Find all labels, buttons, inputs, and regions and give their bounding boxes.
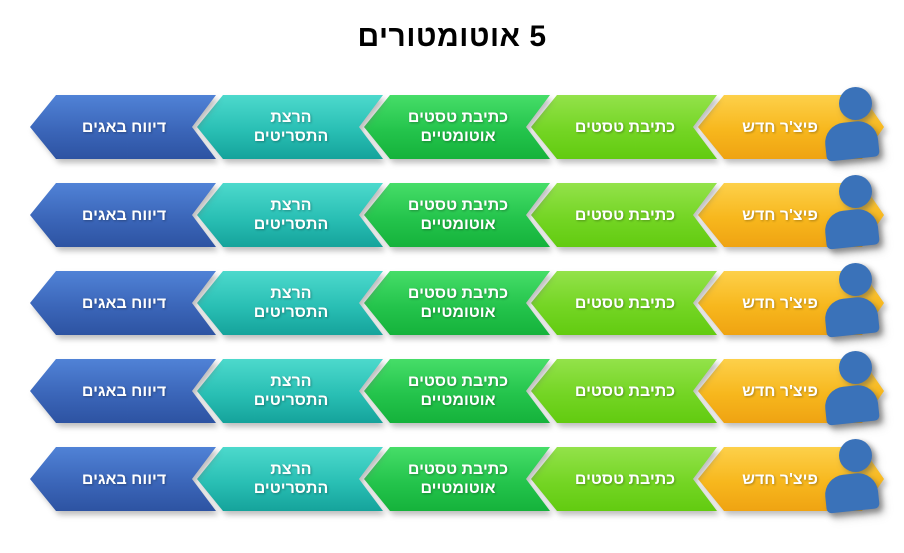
chevron-label: כתיבת טסטים bbox=[531, 183, 717, 247]
chevron-write-tests: כתיבת טסטים bbox=[531, 359, 717, 423]
process-rows: פיצ'ר חדש כתיבת טסטים כתיבת טסטים אוטומט… bbox=[30, 87, 884, 514]
chevron-label: דיווח באגים bbox=[30, 447, 216, 511]
chevron-label: כתיבת טסטים אוטומטיים bbox=[364, 447, 550, 511]
person-head bbox=[839, 351, 872, 384]
chevron-write-tests: כתיבת טסטים bbox=[531, 183, 717, 247]
chevron-label: כתיבת טסטים אוטומטיים bbox=[364, 271, 550, 335]
chevron-label: דיווח באגים bbox=[30, 359, 216, 423]
chevron-report-bugs: דיווח באגים bbox=[30, 359, 216, 423]
chevron-write-auto-tests: כתיבת טסטים אוטומטיים bbox=[364, 447, 550, 511]
chevron-write-auto-tests: כתיבת טסטים אוטומטיים bbox=[364, 183, 550, 247]
person-head bbox=[839, 87, 872, 120]
page-title: 5 אוטומטורים bbox=[357, 20, 547, 53]
chevron-run-scripts: הרצת התסריטים bbox=[197, 359, 383, 423]
chevron-label: דיווח באגים bbox=[30, 183, 216, 247]
person-icon bbox=[818, 351, 880, 426]
process-row: פיצ'ר חדש כתיבת טסטים כתיבת טסטים אוטומט… bbox=[30, 87, 884, 162]
process-row: פיצ'ר חדש כתיבת טסטים כתיבת טסטים אוטומט… bbox=[30, 263, 884, 338]
chevron-label: כתיבת טסטים bbox=[531, 271, 717, 335]
person-torso bbox=[823, 383, 880, 426]
chevron-label: כתיבת טסטים אוטומטיים bbox=[364, 183, 550, 247]
process-row: פיצ'ר חדש כתיבת טסטים כתיבת טסטים אוטומט… bbox=[30, 175, 884, 250]
chevron-label: הרצת התסריטים bbox=[197, 271, 383, 335]
process-row: פיצ'ר חדש כתיבת טסטים כתיבת טסטים אוטומט… bbox=[30, 351, 884, 426]
chevron-write-auto-tests: כתיבת טסטים אוטומטיים bbox=[364, 271, 550, 335]
chevron-new-feature: פיצ'ר חדש bbox=[698, 175, 884, 250]
chevron-run-scripts: הרצת התסריטים bbox=[197, 271, 383, 335]
person-torso bbox=[823, 471, 880, 514]
chevron-write-tests: כתיבת טסטים bbox=[531, 95, 717, 159]
chevron-new-feature: פיצ'ר חדש bbox=[698, 351, 884, 426]
person-icon bbox=[818, 263, 880, 338]
chevron-label: כתיבת טסטים bbox=[531, 95, 717, 159]
chevron-write-tests: כתיבת טסטים bbox=[531, 271, 717, 335]
chevron-new-feature: פיצ'ר חדש bbox=[698, 87, 884, 162]
chevron-report-bugs: דיווח באגים bbox=[30, 447, 216, 511]
person-icon bbox=[818, 87, 880, 162]
chevron-report-bugs: דיווח באגים bbox=[30, 271, 216, 335]
person-torso bbox=[823, 207, 880, 250]
chevron-write-tests: כתיבת טסטים bbox=[531, 447, 717, 511]
chevron-report-bugs: דיווח באגים bbox=[30, 95, 216, 159]
chevron-run-scripts: הרצת התסריטים bbox=[197, 447, 383, 511]
chevron-new-feature: פיצ'ר חדש bbox=[698, 439, 884, 514]
person-icon bbox=[818, 175, 880, 250]
chevron-new-feature: פיצ'ר חדש bbox=[698, 263, 884, 338]
chevron-write-auto-tests: כתיבת טסטים אוטומטיים bbox=[364, 95, 550, 159]
person-head bbox=[839, 439, 872, 472]
chevron-label: דיווח באגים bbox=[30, 271, 216, 335]
process-row: פיצ'ר חדש כתיבת טסטים כתיבת טסטים אוטומט… bbox=[30, 439, 884, 514]
chevron-report-bugs: דיווח באגים bbox=[30, 183, 216, 247]
chevron-label: כתיבת טסטים אוטומטיים bbox=[364, 359, 550, 423]
person-torso bbox=[823, 119, 880, 162]
chevron-label: הרצת התסריטים bbox=[197, 183, 383, 247]
chevron-label: כתיבת טסטים אוטומטיים bbox=[364, 95, 550, 159]
chevron-label: כתיבת טסטים bbox=[531, 447, 717, 511]
chevron-run-scripts: הרצת התסריטים bbox=[197, 183, 383, 247]
chevron-write-auto-tests: כתיבת טסטים אוטומטיים bbox=[364, 359, 550, 423]
person-head bbox=[839, 263, 872, 296]
person-head bbox=[839, 175, 872, 208]
chevron-label: כתיבת טסטים bbox=[531, 359, 717, 423]
chevron-label: הרצת התסריטים bbox=[197, 359, 383, 423]
chevron-run-scripts: הרצת התסריטים bbox=[197, 95, 383, 159]
person-icon bbox=[818, 439, 880, 514]
chevron-label: הרצת התסריטים bbox=[197, 447, 383, 511]
person-torso bbox=[823, 295, 880, 338]
chevron-label: דיווח באגים bbox=[30, 95, 216, 159]
chevron-label: הרצת התסריטים bbox=[197, 95, 383, 159]
